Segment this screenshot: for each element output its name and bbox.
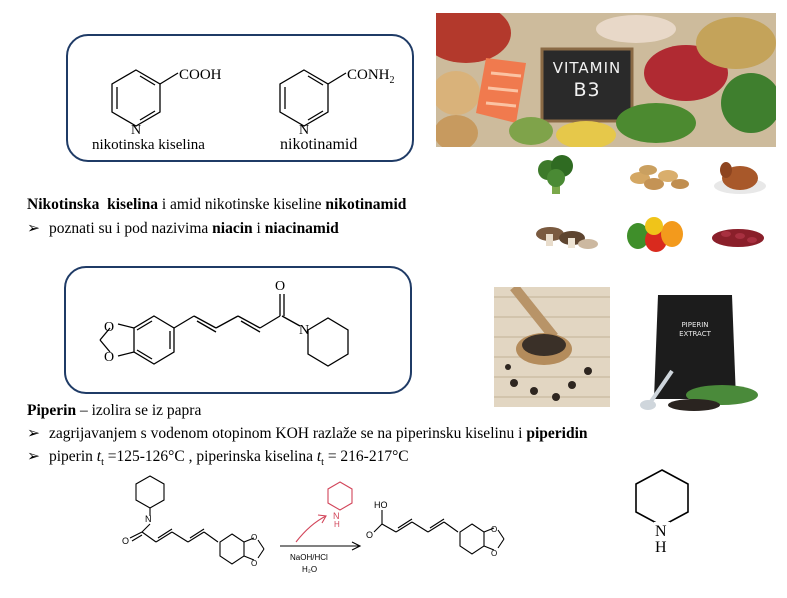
food-icons-grid	[530, 150, 780, 260]
cooh-label: COOH	[179, 67, 222, 83]
vitamin-sign: VITAMIN B3	[544, 59, 630, 101]
arrow-bullet-icon: ➢	[27, 220, 40, 237]
niacin-bullet: ➢poznati su i pod nazivima niacin i niac…	[27, 220, 339, 237]
niacin-sentence: Nikotinska kiselina i amid nikotinske ki…	[27, 196, 407, 213]
svg-text:O: O	[491, 549, 497, 558]
structure-box-niacin: COOH N nikotinska kiselina CONH2 N nikot…	[66, 34, 414, 162]
nicotinamide-label: nikotinamid	[280, 136, 357, 153]
mushrooms-icon	[536, 227, 598, 249]
black-pepper-photo	[494, 287, 610, 407]
niacin-structures: COOH N nikotinska kiselina CONH2 N nikot…	[92, 67, 395, 153]
piperidine-structure: N H	[626, 466, 706, 556]
structure-box-piperine: O O O N	[64, 266, 412, 394]
svg-text:O: O	[251, 533, 257, 542]
piperine-structure: O O O N	[99, 279, 349, 367]
carbonyl-o: O	[275, 279, 285, 294]
piperine-sentence: Piperin – izolira se iz papra	[27, 402, 202, 419]
piperin-extract-package: PIPERIN EXTRACT	[620, 287, 768, 417]
svg-text:CONH2: CONH2	[347, 67, 395, 86]
amide-n: N	[299, 323, 309, 338]
ring-n-label-2: N	[299, 123, 309, 138]
reagent-water: H₂O	[302, 565, 317, 574]
reactant-o: O	[122, 536, 129, 546]
hydrolysis-reaction-scheme: N O O O N H NaOH/HCl H₂O HO O O O	[120, 472, 530, 590]
svg-text:O: O	[251, 559, 257, 568]
dioxole-o-top: O	[104, 320, 114, 335]
piperidine-n-red: N	[333, 511, 340, 521]
acid-ho: HO	[374, 500, 388, 510]
chicken-icon	[714, 162, 766, 194]
peppers-icon	[627, 217, 683, 252]
peanuts-icon	[630, 165, 689, 190]
reagent-naoh-hcl: NaOH/HCl	[290, 553, 328, 562]
dioxole-o-bottom: O	[104, 350, 114, 365]
piperine-bullet-1: ➢zagrijavanjem s vodenom otopinom KOH ra…	[27, 425, 588, 442]
vitamin-b3-food-photo: VITAMIN B3	[436, 13, 776, 147]
acid-o: O	[366, 530, 373, 540]
svg-text:H: H	[334, 520, 340, 529]
piperine-bullet-2: ➢piperin tt =125-126°C , piperinska kise…	[27, 448, 409, 469]
vitamin-sign-line2: B3	[573, 79, 601, 101]
beans-icon	[712, 229, 764, 247]
conh2-label: CONH	[347, 67, 390, 83]
reactant-n: N	[145, 514, 152, 524]
svg-text:O: O	[491, 525, 497, 534]
broccoli-icon	[538, 155, 573, 194]
package-label: PIPERIN EXTRACT	[679, 321, 711, 338]
arrow-bullet-icon: ➢	[27, 448, 40, 465]
piperidine-h: H	[655, 539, 667, 556]
ring-n-label: N	[131, 123, 141, 138]
vitamin-sign-line1: VITAMIN	[552, 59, 622, 77]
piperidine-n: N	[655, 523, 667, 540]
arrow-bullet-icon: ➢	[27, 425, 40, 442]
nicotinic-acid-label: nikotinska kiselina	[92, 137, 205, 153]
